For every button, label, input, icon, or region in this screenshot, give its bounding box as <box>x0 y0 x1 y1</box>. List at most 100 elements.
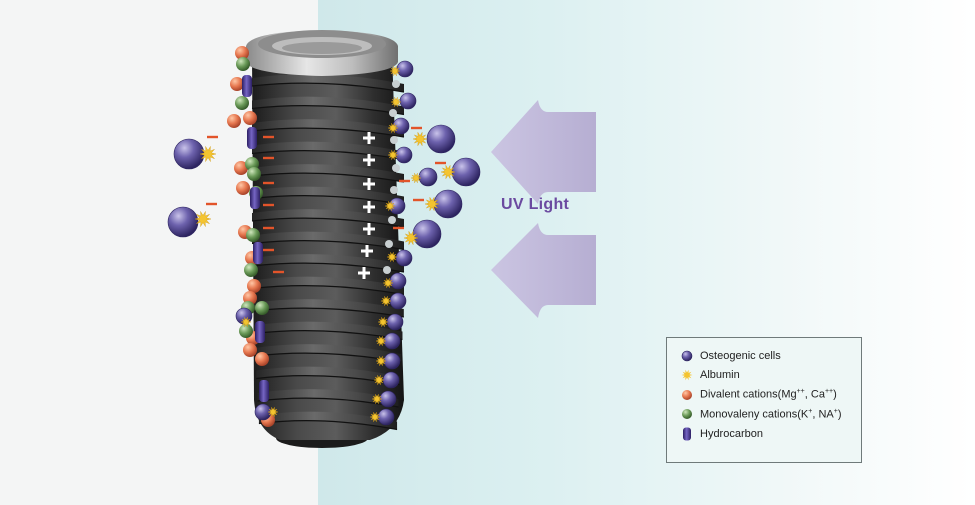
divalent-cation <box>235 46 249 60</box>
uv-light-label: UV Light <box>501 196 570 213</box>
hydrocarbon <box>253 242 263 264</box>
negative-charge <box>435 161 446 165</box>
osteogenic-cell <box>418 167 438 187</box>
albumin <box>267 407 279 417</box>
thread-shadow <box>251 127 405 138</box>
legend-label: Monovaleny cations(K+, NA+) <box>700 407 842 421</box>
albumin <box>424 197 440 211</box>
thread-shadow <box>251 82 405 93</box>
divalent-cation <box>243 343 257 357</box>
divalent-cation <box>255 352 269 366</box>
divalent-cation <box>243 111 257 125</box>
monovalent-cation <box>255 301 269 315</box>
osteogenic-cell <box>395 249 413 267</box>
surface-particles <box>167 46 481 427</box>
legend-item-hydrocarbon: Hydrocarbon <box>681 424 861 444</box>
hydrocarbon <box>242 75 252 97</box>
uv-treated-background <box>318 0 975 505</box>
legend-item-monovalent-cations: Monovaleny cations(K+, NA+) <box>681 405 861 425</box>
negative-charge <box>263 135 274 139</box>
divalent-cation <box>227 114 241 128</box>
surface-ion <box>392 164 400 172</box>
osteogenic-cell <box>383 332 401 350</box>
surface-ion <box>392 80 400 88</box>
positive-charge <box>363 178 375 190</box>
monovalent-cation <box>246 228 260 242</box>
negative-charge <box>411 126 422 130</box>
osteogenic-cell <box>412 219 442 249</box>
osteogenic-cell <box>383 352 401 370</box>
osteogenic-cell <box>426 124 456 154</box>
albumin <box>390 97 402 107</box>
legend-item-divalent-cations: Divalent cations(Mg++, Ca++) <box>681 385 861 405</box>
negative-charge <box>413 198 424 202</box>
osteogenic-cell <box>386 313 404 331</box>
albumin <box>194 211 212 227</box>
osteogenic-cell <box>395 146 413 164</box>
divalent-cation-icon <box>682 389 692 400</box>
divalent-cation <box>247 279 261 293</box>
negative-charge <box>399 179 410 183</box>
surface-ion <box>390 186 398 194</box>
thread-shadow <box>251 150 405 161</box>
thread-shadow <box>251 172 405 183</box>
surface-ion <box>383 266 391 274</box>
negative-charge <box>263 203 274 207</box>
surface-ion <box>390 136 398 144</box>
negative-charge <box>206 202 217 206</box>
hydrocarbon-icon <box>683 427 691 441</box>
implant <box>246 30 405 448</box>
hydrocarbon <box>250 187 260 209</box>
positive-charge <box>363 223 375 235</box>
albumin <box>369 412 381 422</box>
albumin <box>403 231 419 245</box>
osteogenic-cell-icon <box>681 350 693 362</box>
hydrocarbon <box>255 321 265 343</box>
divalent-cation <box>230 77 244 91</box>
thread-shadow <box>251 217 405 228</box>
thread-shadow <box>251 105 405 116</box>
thread-shadow <box>251 285 405 296</box>
albumin <box>412 132 428 146</box>
positive-charge <box>363 132 375 144</box>
osteogenic-cell <box>377 408 395 426</box>
surface-ion <box>385 240 393 248</box>
albumin <box>382 278 394 288</box>
monovalent-cation <box>235 96 249 110</box>
osteogenic-cell <box>389 272 407 290</box>
albumin <box>387 123 399 133</box>
thread-shadow <box>251 240 405 251</box>
legend-label: Divalent cations(Mg++, Ca++) <box>700 388 837 402</box>
hydrocarbon <box>247 127 257 149</box>
albumin <box>387 150 399 160</box>
osteogenic-cell <box>389 292 407 310</box>
surface-charges <box>206 126 446 279</box>
albumin <box>375 356 387 366</box>
monovalent-cation <box>236 57 250 71</box>
albumin <box>377 317 389 327</box>
monovalent-cation-icon <box>682 409 692 420</box>
albumin <box>380 296 392 306</box>
albumin <box>240 317 252 327</box>
osteogenic-cell <box>396 60 414 78</box>
albumin <box>373 375 385 385</box>
osteogenic-cell <box>167 206 199 238</box>
albumin <box>389 66 401 76</box>
positive-charge <box>363 201 375 213</box>
albumin <box>440 165 456 179</box>
negative-charge <box>263 156 274 160</box>
positive-charge <box>361 245 373 257</box>
negative-charge <box>273 270 284 274</box>
thread-shadow <box>251 195 405 206</box>
osteogenic-cell <box>379 390 397 408</box>
divalent-cation <box>236 181 250 195</box>
osteogenic-cell <box>451 157 481 187</box>
negative-charge <box>263 248 274 252</box>
hydrocarbon <box>259 380 269 402</box>
legend-label: Hydrocarbon <box>700 427 763 440</box>
monovalent-cation <box>247 167 261 181</box>
osteogenic-cell <box>399 92 417 110</box>
albumin <box>375 336 387 346</box>
positive-charge <box>363 154 375 166</box>
albumin <box>384 201 396 211</box>
